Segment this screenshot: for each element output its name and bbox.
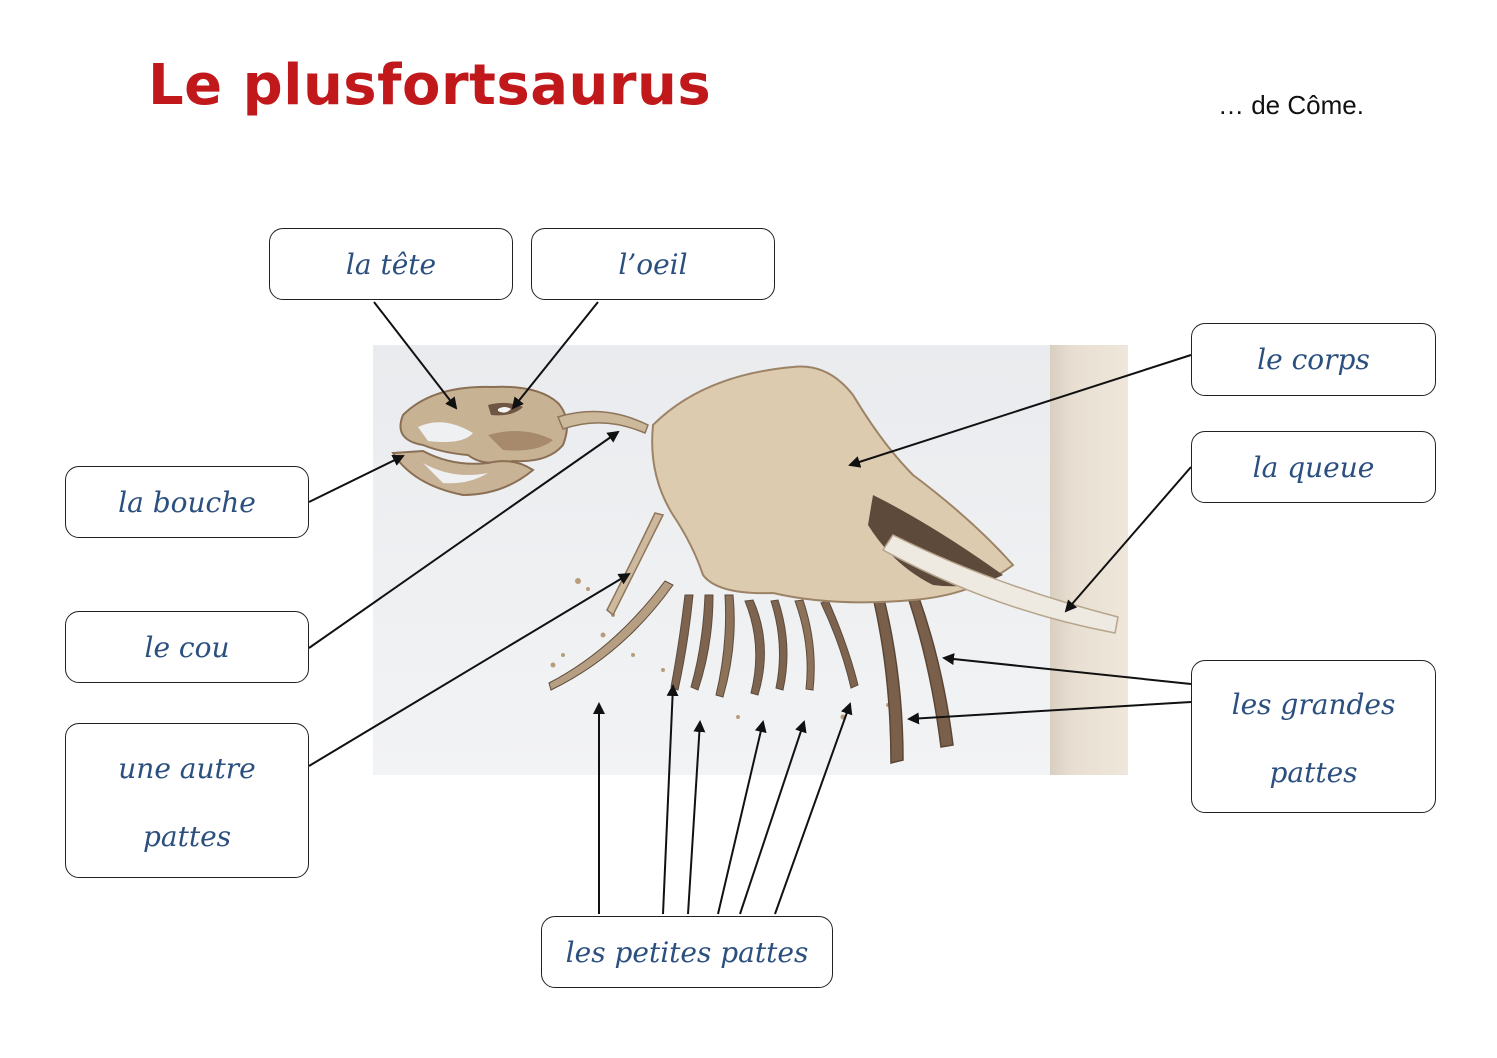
- big-legs: [872, 594, 954, 764]
- label-bouche: la bouche: [65, 466, 309, 538]
- label-oeil-text: l’oeil: [618, 247, 688, 281]
- left-leg-bone: [606, 512, 665, 617]
- body-shadow: [868, 495, 1003, 587]
- small-legs: [548, 580, 859, 698]
- label-tete: la tête: [269, 228, 513, 300]
- arrow-corps: [848, 354, 1192, 468]
- arrow-cou: [308, 430, 620, 649]
- skull: [391, 385, 568, 497]
- arrow-petites-2: [662, 684, 679, 915]
- arrow-queue: [1064, 466, 1192, 613]
- label-grandes-pattes-line1: les grandes: [1231, 687, 1396, 721]
- label-grandes-pattes-line2: pattes: [1269, 755, 1358, 789]
- label-bouche-text: la bouche: [118, 485, 256, 519]
- neck-bone: [556, 410, 649, 434]
- arrow-tete: [373, 301, 458, 410]
- label-autre-pattes-line2: pattes: [142, 819, 232, 853]
- label-corps-text: le corps: [1257, 343, 1370, 376]
- sculpture-photo: [373, 345, 1128, 775]
- tail-bone: [881, 534, 1119, 634]
- sculpture-illustration: [391, 365, 1119, 764]
- arrow-grandes-pattes-1: [942, 653, 1192, 685]
- arrow-grandes-pattes-2: [907, 701, 1192, 725]
- label-grandes-pattes: les grandes pattes: [1191, 660, 1436, 813]
- page-title: Le plusfortsaurus: [148, 53, 712, 118]
- arrow-petites-3: [687, 720, 706, 915]
- label-corps: le corps: [1191, 323, 1436, 396]
- label-tete-text: la tête: [345, 247, 437, 281]
- author-credit: … de Côme.: [1218, 90, 1364, 120]
- label-autre-pattes: une autre pattes: [65, 723, 309, 878]
- label-petites-pattes-text: les petites pattes: [565, 935, 809, 969]
- label-oeil: l’oeil: [531, 228, 775, 300]
- arrow-autre-pattes: [308, 572, 631, 767]
- arrow-bouche: [308, 455, 405, 503]
- arrow-petites-4: [717, 720, 767, 915]
- label-autre-pattes-line1: une autre: [118, 751, 256, 785]
- label-queue: la queue: [1191, 431, 1436, 503]
- label-petites-pattes: les petites pattes: [541, 916, 833, 988]
- label-cou-text: le cou: [144, 630, 230, 664]
- label-queue-text: la queue: [1252, 450, 1375, 484]
- arrow-oeil: [511, 301, 599, 410]
- arrow-petites-6: [774, 702, 853, 915]
- label-cou: le cou: [65, 611, 309, 683]
- sand-crumbs: [550, 578, 935, 720]
- arrow-petites-5: [739, 720, 807, 915]
- photo-wall-background: [1050, 345, 1128, 775]
